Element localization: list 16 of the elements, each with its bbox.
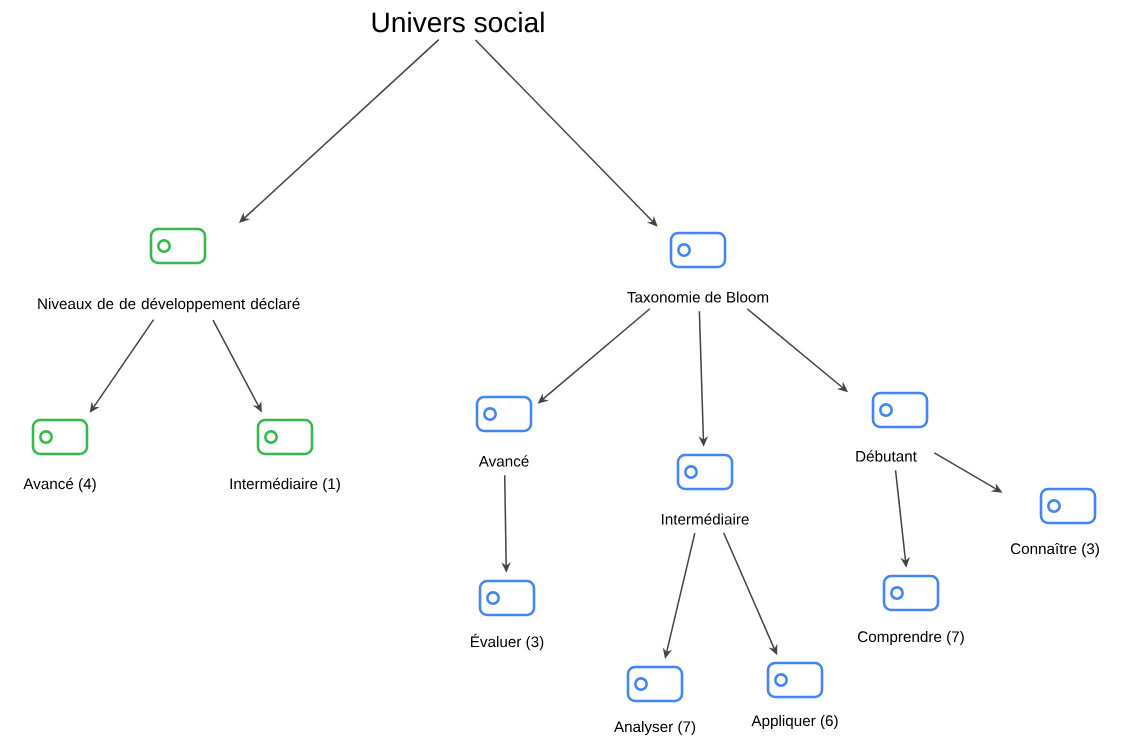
node-label: Intermédiaire (1)	[230, 477, 340, 493]
node-label: Taxonomie de Bloom	[627, 291, 769, 303]
arrow	[89, 318, 155, 413]
node-label: Analyser (7)	[614, 720, 696, 736]
title-text: Univers social	[372, 11, 544, 33]
node-label: Évaluer (3)	[471, 633, 544, 651]
node-label: Débutant	[856, 450, 917, 462]
arrow	[474, 39, 658, 227]
node-label: Connaître (3)	[1010, 542, 1099, 558]
node-label: Avancé	[478, 455, 529, 467]
node-label: Comprendre (7)	[858, 630, 964, 646]
arrow	[239, 38, 440, 223]
node-label: Niveaux de de développement déclaré	[38, 297, 300, 313]
node-label: Intermédiaire	[662, 513, 749, 525]
node-label: Avancé (4)	[23, 477, 96, 493]
node-label: Appliquer (6)	[751, 714, 838, 730]
